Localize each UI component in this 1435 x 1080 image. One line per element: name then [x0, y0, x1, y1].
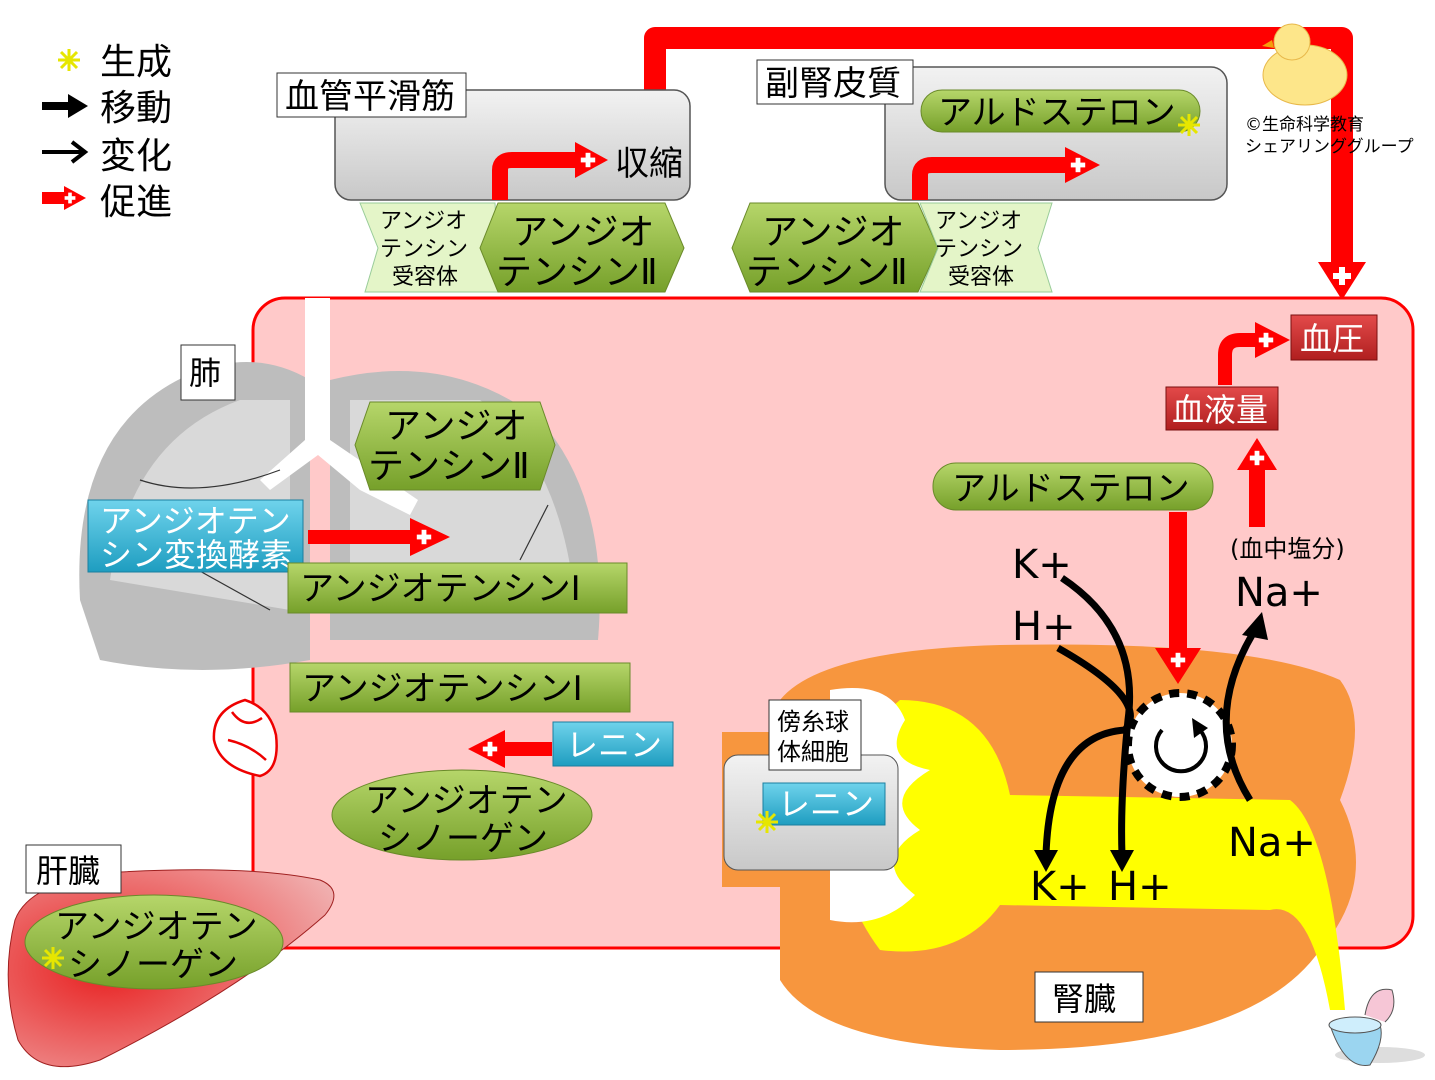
- aldosterone-adrenal: [920, 89, 1201, 133]
- adrenal-label-box: [756, 59, 914, 105]
- ang2-text: テンシンⅡ: [368, 446, 530, 487]
- hydrogen-label: H+: [1108, 864, 1172, 910]
- lung-label-box: [180, 344, 236, 401]
- red-plus-arrow-icon: [42, 186, 86, 210]
- receptor-smooth-muscle: [359, 202, 501, 293]
- toilet-icon: [1328, 988, 1425, 1066]
- red-promote-arrow-pump: [1169, 512, 1187, 657]
- hydrogen-label: H+: [1012, 604, 1076, 650]
- ang1-text: アンジオテンシンⅠ: [302, 669, 583, 709]
- receptor-text: アンジオ: [935, 209, 1022, 234]
- jg-label: 体細胞: [777, 738, 849, 766]
- renin-text: レニン: [778, 785, 874, 823]
- aldosterone-text: アルドステロン: [952, 469, 1190, 509]
- blood-pressure-label: 血圧: [1300, 320, 1364, 358]
- aldosterone-text: アルドステロン: [938, 93, 1176, 133]
- ang2-text: テンシンⅡ: [746, 252, 908, 293]
- blood-pressure-box: [1290, 314, 1378, 361]
- angiotensinogen-liver: [24, 894, 284, 990]
- kidney-label-box: [1034, 971, 1144, 1023]
- angiotensinogen-blood: [331, 769, 593, 861]
- ang2-text: アンジオ: [762, 212, 905, 253]
- legend-label-move: 移動: [100, 88, 172, 129]
- receptor-text: テンシン: [380, 237, 468, 262]
- angiotensin-ii-adrenal: [731, 202, 939, 293]
- contraction-label: 収縮: [615, 144, 683, 184]
- potassium-label: K+: [1012, 542, 1072, 588]
- blood-volume-label: 血液量: [1172, 391, 1268, 429]
- blood-volume-box: [1165, 386, 1279, 431]
- liver-label: 肝臓: [36, 852, 100, 890]
- receptor-text: 受容体: [392, 265, 458, 290]
- ang2-text: アンジオ: [385, 406, 528, 447]
- angiotensinogen-text: シノーゲン: [68, 945, 238, 985]
- chick-mascot-icon: [1262, 23, 1348, 106]
- sodium-potassium-pump: [1124, 689, 1236, 801]
- legend-label-generate: 生成: [100, 42, 172, 83]
- renin-jg: [762, 782, 886, 826]
- renin-text: レニン: [566, 726, 662, 764]
- renin-blood: [552, 721, 674, 767]
- angiotensinogen-text: シノーゲン: [378, 819, 548, 859]
- yellow-asterisk-icon: [42, 947, 64, 969]
- red-promote-arrow-contraction: [492, 152, 580, 200]
- ang2-text: テンシンⅡ: [496, 252, 658, 293]
- rotation-icon: [1154, 728, 1208, 774]
- blood-salt-label: (血中塩分): [1230, 535, 1345, 563]
- adrenal-cortex-cell: [884, 66, 1228, 201]
- receptor-text: テンシン: [935, 237, 1023, 262]
- ang1-text: アンジオテンシンⅠ: [300, 569, 581, 609]
- receptor-adrenal: [919, 202, 1053, 293]
- angiotensinogen-text: アンジオテン: [55, 907, 258, 947]
- angiotensinogen-text: アンジオテン: [365, 781, 568, 821]
- legend: 生成 移動 変化 促進: [42, 42, 172, 223]
- yellow-asterisk-icon: [1178, 114, 1200, 136]
- sodium-label: Na+: [1235, 570, 1323, 616]
- angiotensin-i-blood: [289, 662, 631, 713]
- angiotensin-ii-smooth-muscle: [479, 202, 685, 293]
- yellow-asterisk-icon: [756, 811, 778, 833]
- receptor-text: 受容体: [948, 265, 1014, 290]
- red-promote-arrow-pressure: [1218, 333, 1262, 385]
- red-promote-arrow-aldosterone: [912, 157, 1070, 200]
- heart-icon: [212, 698, 278, 778]
- credit-line-2: シェアリンググループ: [1245, 137, 1414, 157]
- red-promote-arrow-volume: [1249, 465, 1265, 527]
- jg-label: 傍糸球: [777, 708, 849, 736]
- adrenal-label: 副腎皮質: [765, 64, 901, 104]
- potassium-label: K+: [1030, 864, 1090, 910]
- red-promote-arrow-ace: [308, 530, 418, 544]
- ang2-text: アンジオ: [512, 212, 655, 253]
- angiotensin-i-lung: [287, 562, 628, 614]
- receptor-text: アンジオ: [380, 209, 467, 234]
- yellow-asterisk-icon: [58, 49, 80, 71]
- ace-text: シン変換酵素: [100, 536, 292, 574]
- aldosterone-kidney: [932, 462, 1214, 511]
- ion-movement-arrows: [1042, 575, 1258, 856]
- legend-label-promote: 促進: [100, 182, 172, 223]
- smooth-muscle-label: 血管平滑筋: [285, 77, 455, 117]
- jg-label-box: [768, 699, 862, 771]
- credit-line-1: ©生命科学教育: [1245, 115, 1364, 135]
- legend-label-change: 変化: [100, 136, 172, 177]
- kidney-label: 腎臓: [1052, 980, 1116, 1018]
- smooth-muscle-label-box: [276, 72, 467, 118]
- red-promote-arrow-renin: [500, 742, 552, 756]
- ace-enzyme: [87, 499, 304, 573]
- ace-text: アンジオテン: [100, 502, 291, 540]
- black-thick-arrow-icon: [42, 94, 88, 118]
- black-thin-arrow-icon: [42, 140, 89, 164]
- angiotensin-ii-lung: [354, 401, 556, 491]
- red-promote-arrow-to-blood-pressure: [644, 27, 1353, 270]
- lung-label: 肺: [189, 354, 221, 392]
- liver-label-box: [25, 844, 122, 894]
- sodium-label: Na+: [1228, 820, 1316, 866]
